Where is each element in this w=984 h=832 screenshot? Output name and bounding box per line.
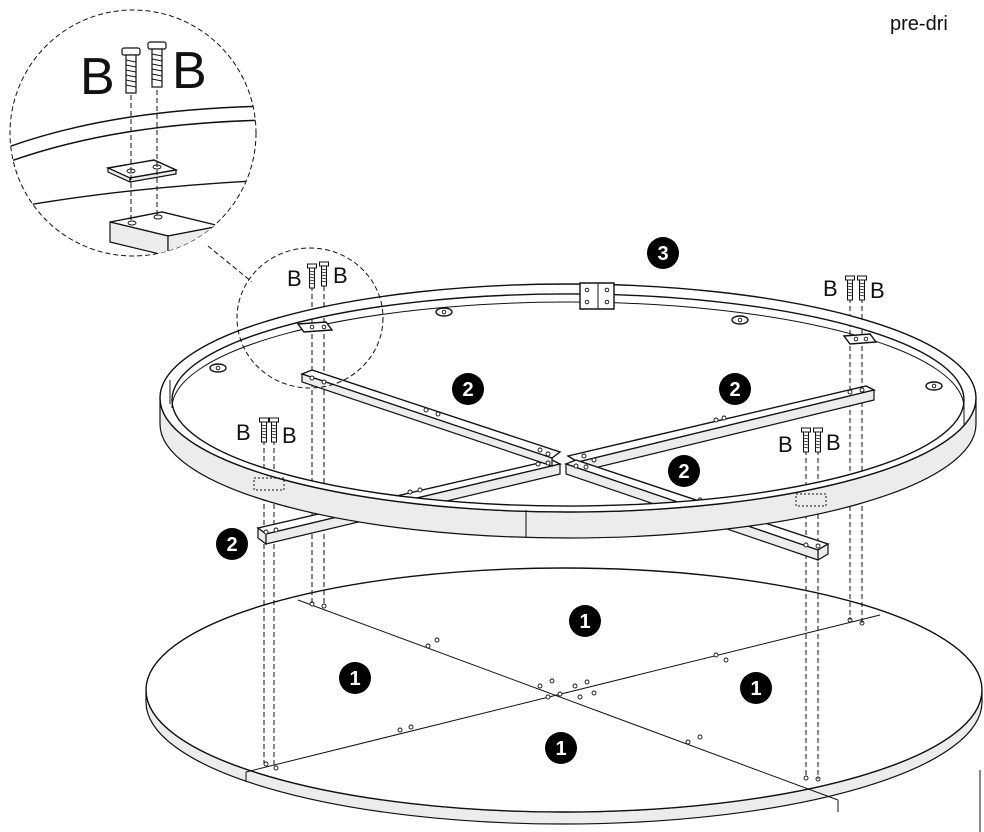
svg-text:2: 2 xyxy=(462,379,473,401)
screw-icon xyxy=(857,275,867,301)
part-badge-1-bottom: 1 xyxy=(545,732,577,764)
screw-icon xyxy=(121,47,141,94)
svg-text:1: 1 xyxy=(555,738,566,760)
alignment-lines xyxy=(263,286,863,779)
tabletop-panels: 1 1 1 1 xyxy=(145,567,983,825)
svg-text:2: 2 xyxy=(678,461,689,483)
panel-holes xyxy=(263,601,865,782)
apron-ring xyxy=(159,282,977,539)
corner-text: pre-dri xyxy=(890,13,948,35)
part-badge-2-front-right: 2 xyxy=(668,455,700,487)
svg-text:2: 2 xyxy=(729,379,740,401)
screw-set-front-right: B B xyxy=(778,427,841,457)
part-badge-1-left: 1 xyxy=(339,662,371,694)
part-badge-1-top: 1 xyxy=(569,605,601,637)
svg-text:1: 1 xyxy=(750,678,761,700)
part-badge-3: 3 xyxy=(647,237,679,269)
part-badge-1-right: 1 xyxy=(740,672,772,704)
part-badge-2-back-right: 2 xyxy=(719,373,751,405)
screw-set-back-left: B B xyxy=(287,261,348,291)
screw-icon xyxy=(801,427,811,453)
svg-text:B: B xyxy=(172,42,207,100)
svg-text:B: B xyxy=(823,276,838,301)
screw-icon xyxy=(259,417,269,443)
part-badge-2-back-left: 2 xyxy=(452,373,484,405)
detail-callout-small xyxy=(236,247,384,389)
screw-icon xyxy=(269,417,279,443)
screw-icon xyxy=(845,275,855,301)
svg-text:B: B xyxy=(778,432,793,457)
svg-text:2: 2 xyxy=(226,534,237,556)
svg-text:B: B xyxy=(870,278,885,303)
ring-bracket xyxy=(579,282,615,310)
screw-icon xyxy=(307,263,317,289)
svg-text:B: B xyxy=(333,263,348,288)
svg-text:B: B xyxy=(287,266,302,291)
svg-text:B: B xyxy=(282,423,297,448)
svg-text:B: B xyxy=(80,48,115,106)
svg-text:1: 1 xyxy=(349,668,360,690)
screw-icon xyxy=(813,427,823,453)
screw-set-front-left: B B xyxy=(236,417,297,448)
part-badge-2-front-left: 2 xyxy=(216,528,248,560)
svg-text:3: 3 xyxy=(657,243,668,265)
detail-callout: B B xyxy=(9,9,257,257)
svg-text:B: B xyxy=(826,430,841,455)
screw-icon xyxy=(147,41,167,88)
screw-icon xyxy=(319,261,329,287)
svg-text:B: B xyxy=(236,420,251,445)
svg-text:1: 1 xyxy=(579,611,590,633)
screw-set-back-right: B B xyxy=(823,275,885,303)
